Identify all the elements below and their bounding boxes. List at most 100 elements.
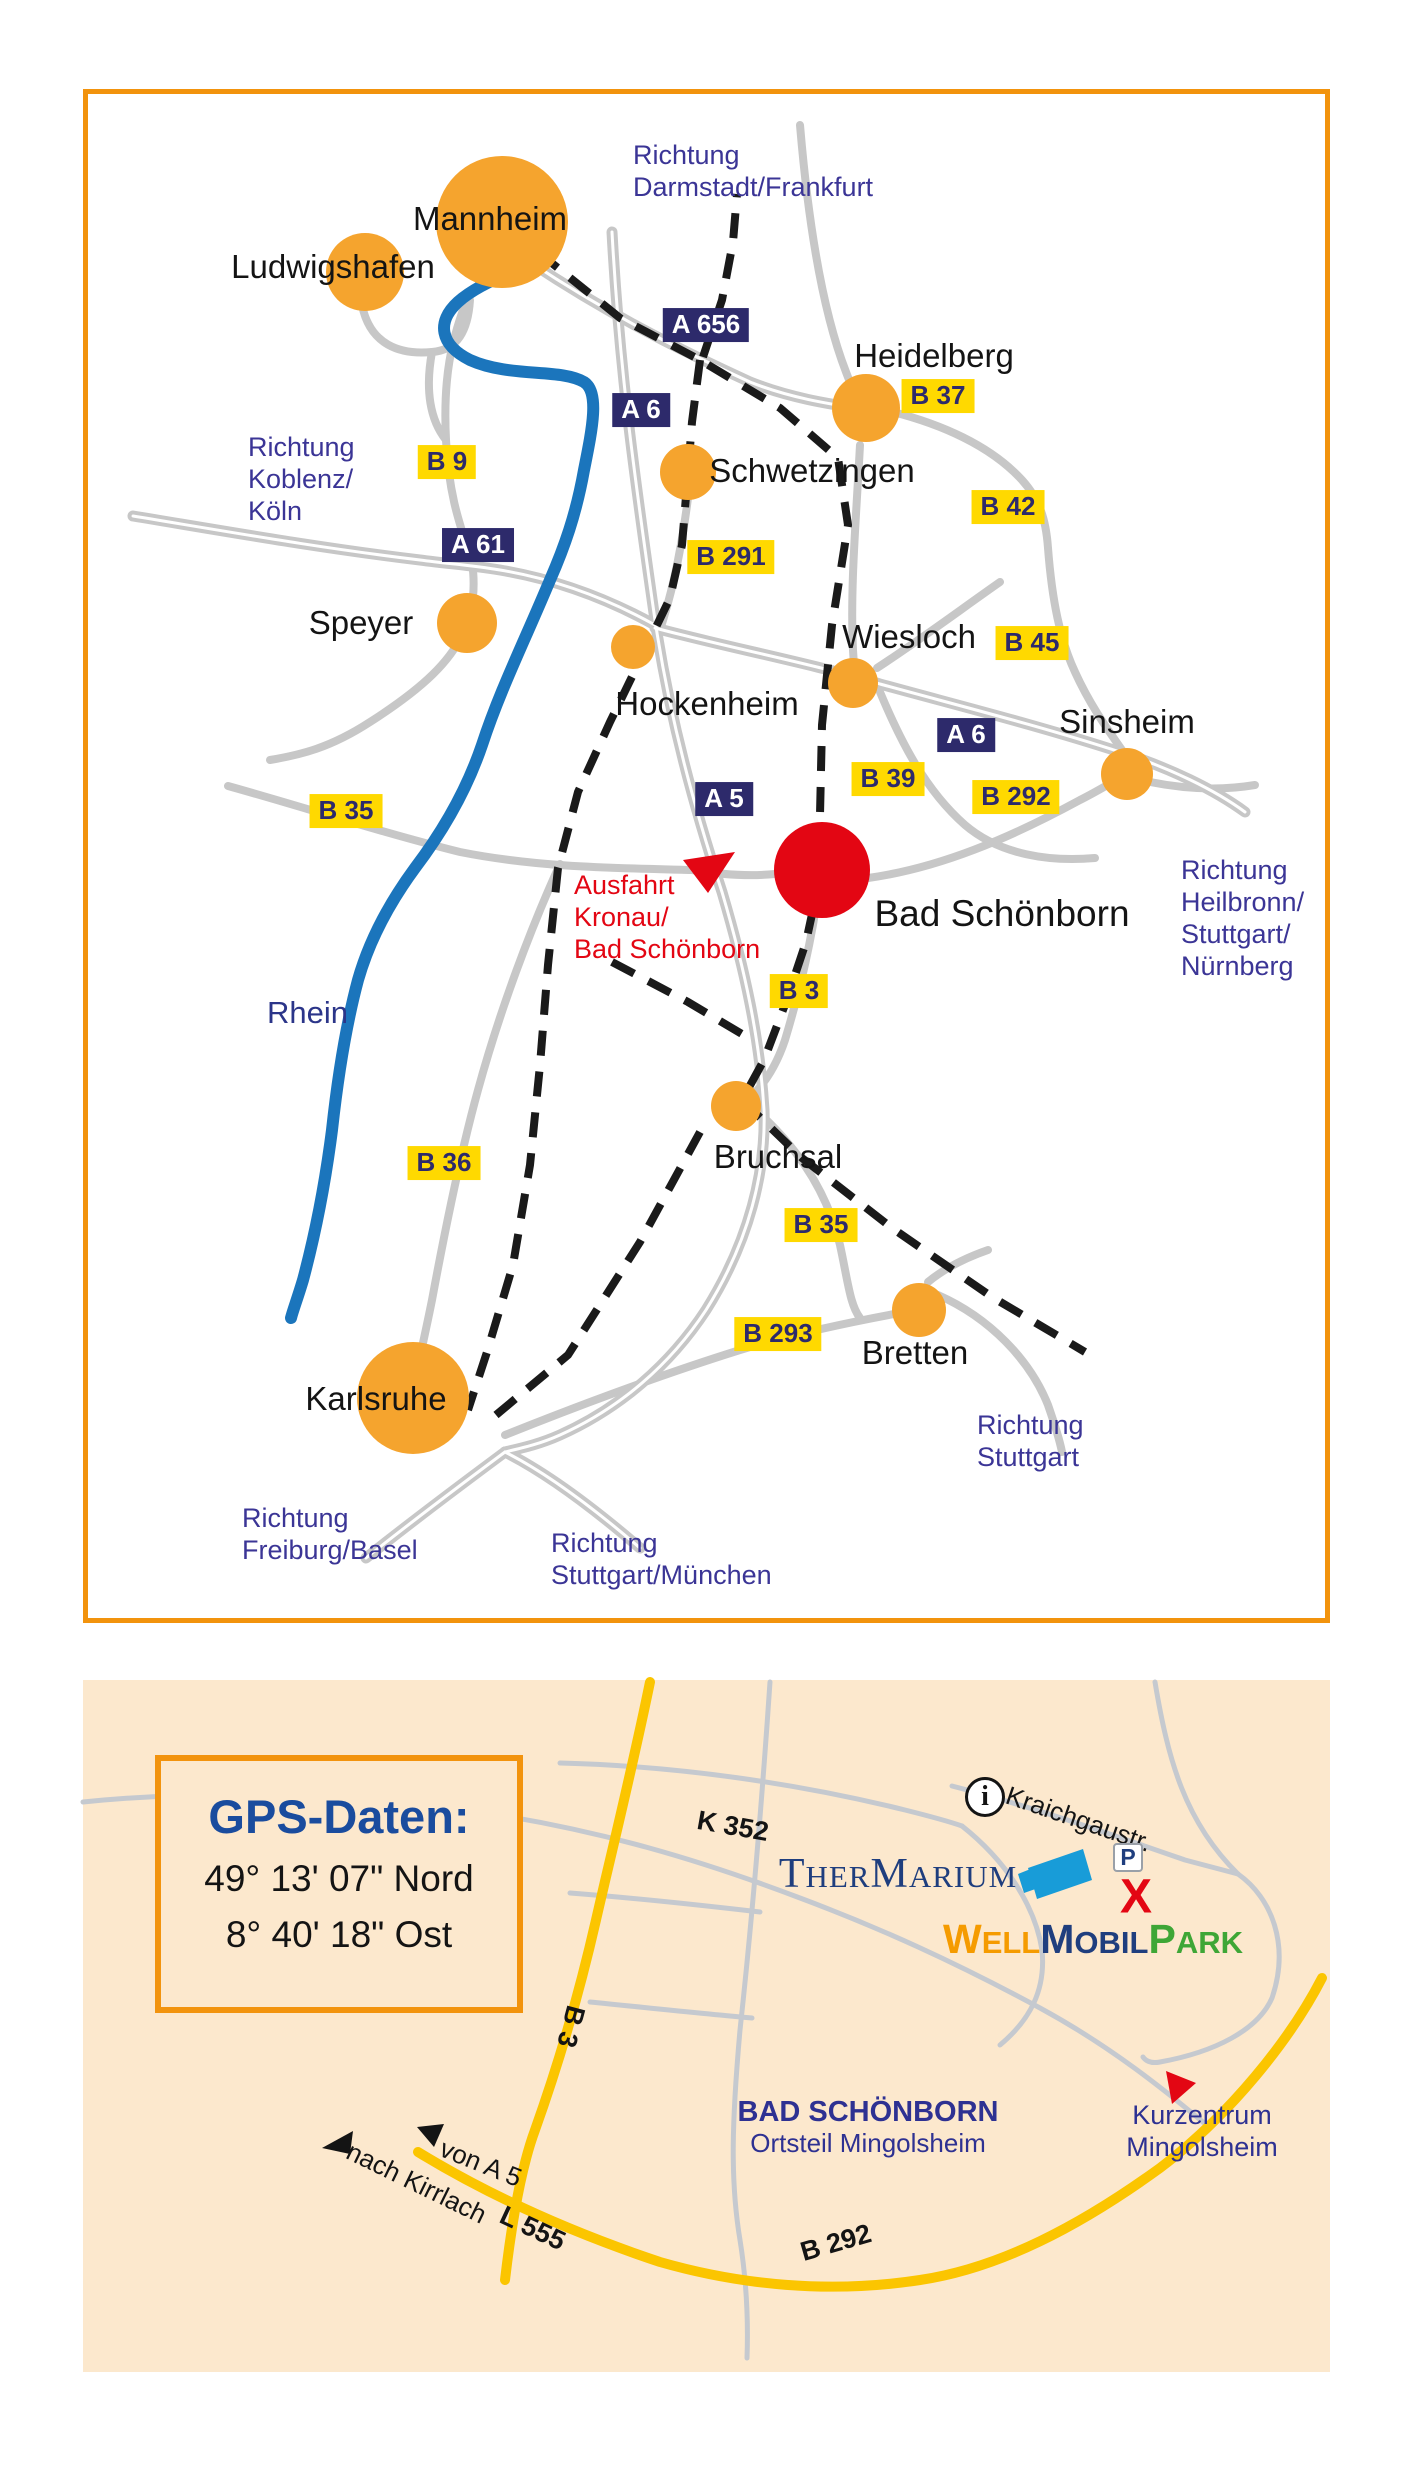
- city-label-sinsheim: Sinsheim: [1059, 703, 1195, 740]
- city-marker-ludwigshafen: [326, 233, 404, 311]
- badge-b293: B 293: [734, 1317, 822, 1351]
- badge-b291: B 291: [687, 540, 775, 574]
- direction-stuttgart: Richtung Stuttgart: [977, 1410, 1084, 1472]
- road-wiesloch-b42: [873, 578, 1004, 672]
- city-marker-mannheim: [436, 156, 568, 288]
- badge-a5: A 5: [695, 782, 753, 816]
- city-label-wiesloch: Wiesloch: [842, 618, 976, 655]
- thermarium-her: HER: [805, 1859, 871, 1894]
- road-b36: [414, 860, 564, 1372]
- street-west-1: [567, 1890, 763, 1915]
- city-marker-badschoenborn: [774, 822, 870, 918]
- kurzentrum-arrow-icon: [1166, 2071, 1196, 2104]
- city-label-karlsruhe: Karlsruhe: [305, 1380, 447, 1417]
- exit-label-kronau: Ausfahrt Kronau/ Bad Schönborn: [574, 870, 761, 964]
- river-rhein: [285, 242, 600, 1324]
- city-label-mannheim: Mannheim: [412, 200, 568, 237]
- motorway-a6-east-centerline: [653, 626, 1247, 814]
- road-b9: [266, 288, 478, 764]
- road-l555-b292-detail: [413, 1973, 1327, 2292]
- railway-kronau-branch: [610, 958, 755, 1044]
- street-town-inner: [959, 1823, 1046, 2048]
- city-marker-hockenheim: [611, 625, 655, 669]
- town-district-label: Ortsteil Mingolsheim: [750, 2128, 986, 2158]
- wellmobilpark-label: WELLMOBILPARK: [943, 1915, 1243, 1963]
- badge-b292: B 292: [972, 780, 1060, 814]
- road-bretten-east: [934, 1291, 1066, 1456]
- road-b3-detail: [500, 1677, 655, 2285]
- overview-motorways: [127, 226, 1251, 1564]
- exit-arrow-icon: [683, 852, 735, 893]
- city-label-badschoenborn: Bad Schönborn: [874, 893, 1130, 934]
- x-location-marker: X: [1119, 1870, 1153, 1924]
- motorway-ka-sw-centerline: [364, 1450, 507, 1560]
- direction-heilbronn-stuttgart: Richtung Heilbronn/ Stuttgart/ Nürnberg: [1181, 855, 1305, 981]
- city-label-hockenheim: Hockenheim: [615, 685, 799, 722]
- mobil-initial: M: [1040, 1916, 1075, 1962]
- motorway-a5-centerline: [503, 230, 766, 1454]
- city-marker-sinsheim: [1101, 748, 1153, 800]
- street-north-stub: [1152, 1679, 1241, 1877]
- railway-darmstadt-branch: [699, 193, 741, 359]
- badge-a61: A 61: [442, 528, 514, 562]
- city-marker-bretten: [892, 1283, 946, 1337]
- city-label-schwetzingen: Schwetzingen: [709, 452, 915, 489]
- road-b37-b45: [889, 408, 1126, 754]
- kurzentrum-label: Kurzentrum Mingolsheim: [1126, 2100, 1278, 2162]
- road-b293: [501, 1308, 909, 1439]
- thermarium-label: THERMARIUM: [779, 1850, 1017, 1900]
- parking-icon: P: [1113, 1843, 1143, 1872]
- von-a5-arrow-icon: [417, 2124, 444, 2147]
- city-label-bruchsal: Bruchsal: [713, 1138, 843, 1175]
- badge-a656: A 656: [662, 308, 750, 342]
- direction-koblenz-koeln: Richtung Koblenz/ Köln: [248, 432, 355, 526]
- building-annex: [1018, 1866, 1044, 1893]
- river-label: Rhein: [267, 995, 348, 1030]
- badge-b45: B 45: [995, 626, 1069, 660]
- thermarium-initial-t: T: [778, 1851, 806, 1897]
- mobil-rest: OBIL: [1074, 1925, 1149, 1960]
- town-name-label: BAD SCHÖNBORN: [737, 2096, 999, 2128]
- info-icon: i: [965, 1777, 1005, 1817]
- city-label-heidelberg: Heidelberg: [854, 337, 1014, 374]
- badge-b9: B 9: [417, 445, 477, 479]
- thermarium-building: [1018, 1849, 1092, 1899]
- building-main: [1028, 1849, 1092, 1899]
- motorway-a656-centerline: [528, 260, 858, 410]
- railway-karlsruhe-branch: [487, 1130, 704, 1424]
- city-marker-karlsruhe: [357, 1342, 469, 1454]
- city-label-speyer: Speyer: [308, 604, 414, 641]
- thermarium-arium: ARIUM: [908, 1859, 1018, 1894]
- motorway-ka-se-centerline: [503, 1450, 642, 1550]
- street-upper: [557, 1760, 965, 1829]
- direction-stuttgart-muenchen: Richtung Stuttgart/München: [551, 1528, 772, 1590]
- city-marker-bruchsal: [711, 1081, 761, 1131]
- badge-b39: B 39: [851, 762, 925, 796]
- direction-freiburg-basel: Richtung Freiburg/Basel: [242, 1503, 418, 1565]
- detail-main-roads: [413, 1677, 1327, 2292]
- direction-darmstadt-frankfurt: Richtung Darmstadt/Frankfurt: [633, 140, 874, 202]
- badge-b35-west: B 35: [309, 794, 383, 828]
- city-label-ludwigshafen: Ludwigshafen: [231, 248, 435, 285]
- road-ludwigshafen-stub: [424, 348, 450, 444]
- park-rest: ARK: [1175, 1925, 1244, 1960]
- thermarium-initial-m: M: [870, 1851, 909, 1897]
- city-marker-heidelberg: [832, 374, 900, 442]
- badge-b37: B 37: [901, 379, 975, 413]
- street-town-loop: [1140, 1871, 1282, 2065]
- road-b39: [876, 688, 1099, 864]
- overview-city-markers: [326, 156, 1153, 1454]
- well-rest: ELL: [981, 1925, 1041, 1960]
- badge-b3: B 3: [769, 974, 829, 1008]
- gps-title: GPS-Daten:: [208, 1790, 470, 1843]
- city-marker-wiesloch: [828, 658, 878, 708]
- badge-b42: B 42: [971, 490, 1045, 524]
- badge-a6-top: A 6: [612, 393, 670, 427]
- nach-kirrlach-arrow-icon: [322, 2131, 353, 2154]
- motorway-a61-centerline: [131, 514, 657, 627]
- city-marker-speyer: [437, 593, 497, 653]
- gps-latitude: 49° 13' 07" Nord: [204, 1858, 474, 1899]
- badge-b36: B 36: [407, 1146, 481, 1180]
- well-initial: W: [942, 1916, 982, 1962]
